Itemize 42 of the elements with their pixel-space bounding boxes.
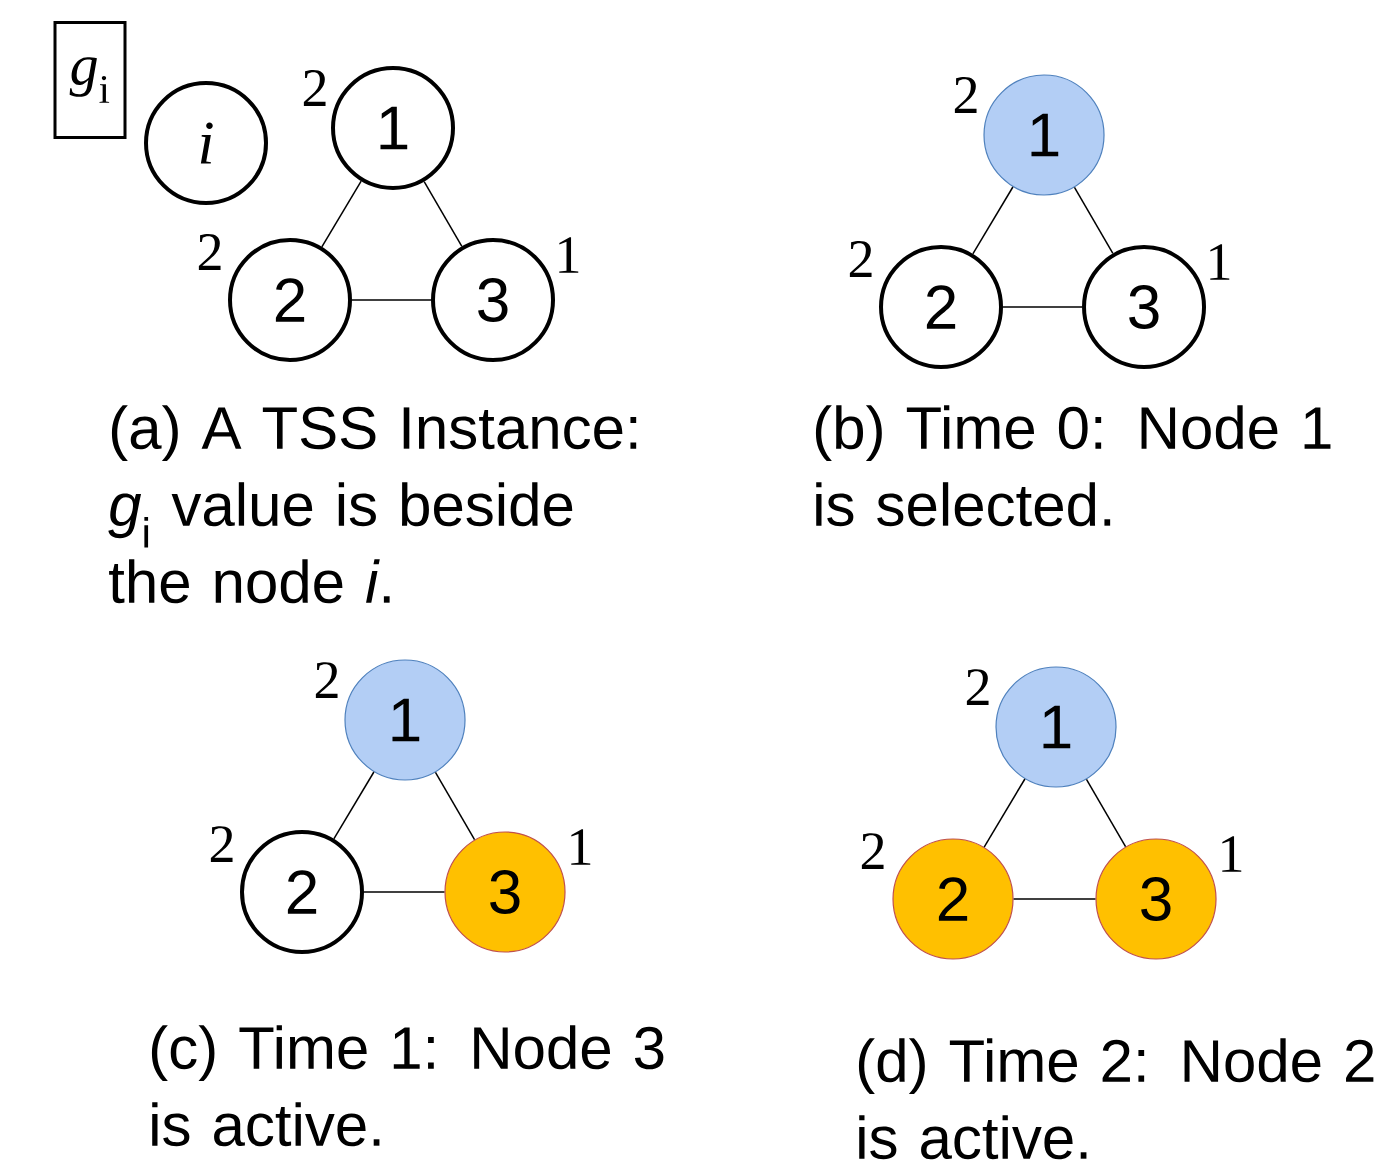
- graph-node: 3: [1082, 245, 1206, 369]
- caption: (c) Time 1: Node 3 is active.: [151, 1025, 664, 1147]
- graph-node: 3: [431, 238, 555, 362]
- edge-line: [321, 180, 362, 248]
- value-label: 2: [966, 669, 989, 705]
- graph-node: 2: [228, 238, 352, 362]
- value-label: 1: [1210, 244, 1230, 280]
- value-label: 2: [303, 70, 326, 106]
- graph-node: 3: [444, 831, 566, 953]
- edge-line: [351, 299, 432, 301]
- graph-node: 1: [344, 659, 466, 781]
- value-label: 1: [1222, 836, 1242, 872]
- value-label: 2: [861, 833, 884, 869]
- graph-node: 2: [892, 838, 1014, 960]
- value-label: 2: [315, 662, 338, 698]
- graph-node: 3: [1095, 838, 1217, 960]
- edge-line: [972, 186, 1014, 255]
- graph-node: 1: [331, 66, 455, 190]
- graph-node: 2: [879, 245, 1003, 369]
- graph-node: 1: [995, 666, 1117, 788]
- value-label: 2: [198, 234, 221, 270]
- edge-line: [363, 891, 446, 893]
- graph-node: 2: [240, 830, 364, 954]
- symbol-box: g$_{i}$: [53, 21, 127, 139]
- value-label: 2: [849, 241, 872, 277]
- value-label: 2: [954, 77, 977, 113]
- edge-line: [1012, 898, 1097, 900]
- edge-line: [983, 778, 1026, 848]
- edge-line: [333, 771, 375, 840]
- graph-node: i: [144, 81, 268, 205]
- edge-line: [434, 771, 476, 841]
- caption: (b) Time 0: Node 1 is selected.: [815, 405, 1331, 527]
- graph-node: 1: [983, 74, 1105, 196]
- caption: (d) Time 2: Node 2 is active.: [858, 1038, 1374, 1160]
- edge-line: [1073, 186, 1114, 255]
- edge-line: [1085, 778, 1127, 848]
- edge-line: [423, 180, 463, 248]
- value-label: 1: [571, 829, 591, 865]
- value-label: 2: [210, 826, 233, 862]
- value-label: 1: [559, 237, 579, 273]
- edge-line: [1002, 306, 1083, 308]
- caption: (a) A TSS Instance: g$_{i}$ value is beside the node i.: [108, 405, 637, 604]
